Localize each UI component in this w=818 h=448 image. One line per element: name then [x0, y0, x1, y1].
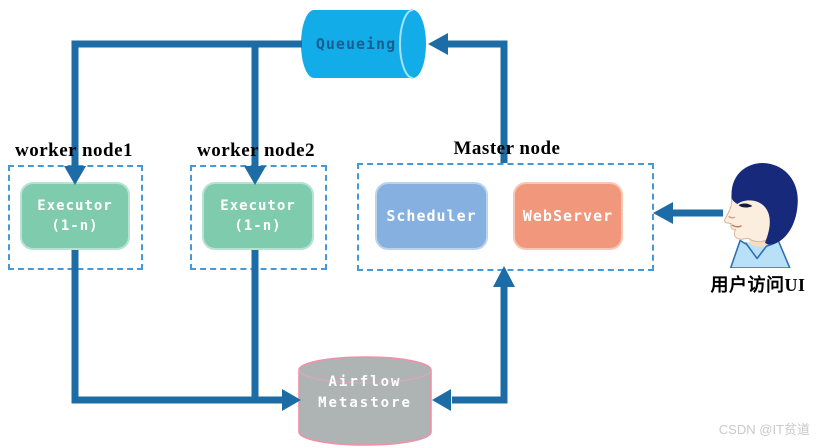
master-node-title: Master node: [453, 138, 561, 159]
executor1-label: Executor: [37, 197, 113, 214]
queueing-cylinder: [301, 9, 426, 79]
arrow-queueing-to-executors: [64, 40, 302, 185]
executor1-box: Executor (1-n): [20, 182, 130, 250]
webserver-label: WebServer: [522, 207, 614, 225]
queueing-label: Queueing: [315, 35, 397, 53]
worker-node2-title: worker node2: [196, 140, 316, 161]
executor1-sublabel: (1-n): [51, 218, 99, 234]
user-access-ui-label: 用户访问UI: [710, 275, 806, 295]
worker-node1-title: worker node1: [14, 140, 134, 161]
webserver-box: WebServer: [513, 182, 623, 250]
executor2-box: Executor (1-n): [202, 182, 314, 250]
arrow-executors-to-metastore: [71, 250, 301, 411]
executor2-sublabel: (1-n): [234, 218, 282, 234]
watermark: CSDN @IT贫道: [718, 422, 810, 437]
scheduler-box: Scheduler: [375, 182, 488, 250]
scheduler-label: Scheduler: [386, 207, 477, 225]
metastore-cylinder: [298, 356, 432, 446]
metastore-label-line1: Airflow: [328, 374, 402, 390]
executor2-label: Executor: [220, 197, 296, 214]
arrow-master-metastore: [432, 266, 515, 411]
user-profile-icon: [724, 163, 798, 268]
metastore-label: Airflow Metastore: [297, 372, 433, 414]
metastore-label-line2: Metastore: [318, 395, 412, 411]
